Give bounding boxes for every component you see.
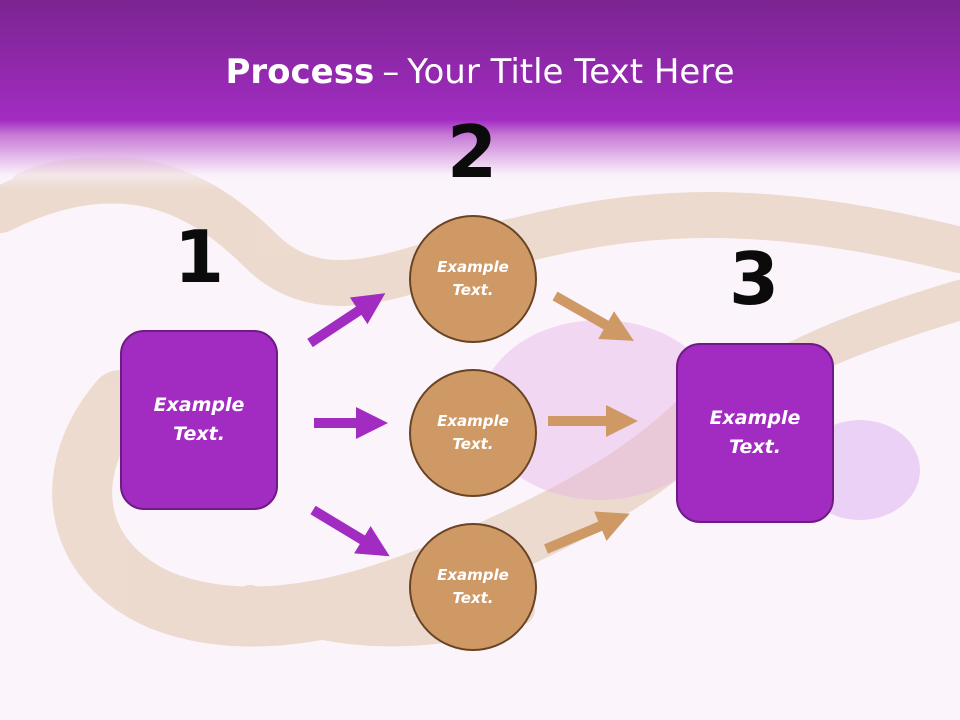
arrow-from-circle-bottom (544, 511, 630, 554)
arrow-from-circle-top (552, 291, 634, 341)
right-box-text: Example Text. (709, 407, 801, 458)
right-box: Example Text. (676, 343, 834, 523)
left-box-text: Example Text. (153, 394, 245, 445)
title-bold: Process (225, 52, 375, 92)
left-box: Example Text. (120, 330, 278, 510)
step-number-2: 2 (446, 110, 498, 194)
circle-top: Example Text. (409, 215, 537, 343)
circle-bottom: Example Text. (409, 523, 537, 651)
header-band (0, 0, 960, 190)
title-rest: Your Title Text Here (407, 52, 735, 92)
circle-middle: Example Text. (409, 369, 537, 497)
page-title: Process–Your Title Text Here (0, 52, 960, 92)
title-separator: – (382, 52, 400, 92)
circle-bottom-text: Example Text. (437, 566, 509, 607)
arrow-to-circle-bottom (310, 505, 390, 557)
arrow-to-circle-top (307, 293, 386, 348)
step-number-3: 3 (728, 237, 780, 321)
circle-top-text: Example Text. (437, 258, 509, 299)
circle-middle-text: Example Text. (437, 412, 509, 453)
step-number-1: 1 (173, 215, 225, 299)
